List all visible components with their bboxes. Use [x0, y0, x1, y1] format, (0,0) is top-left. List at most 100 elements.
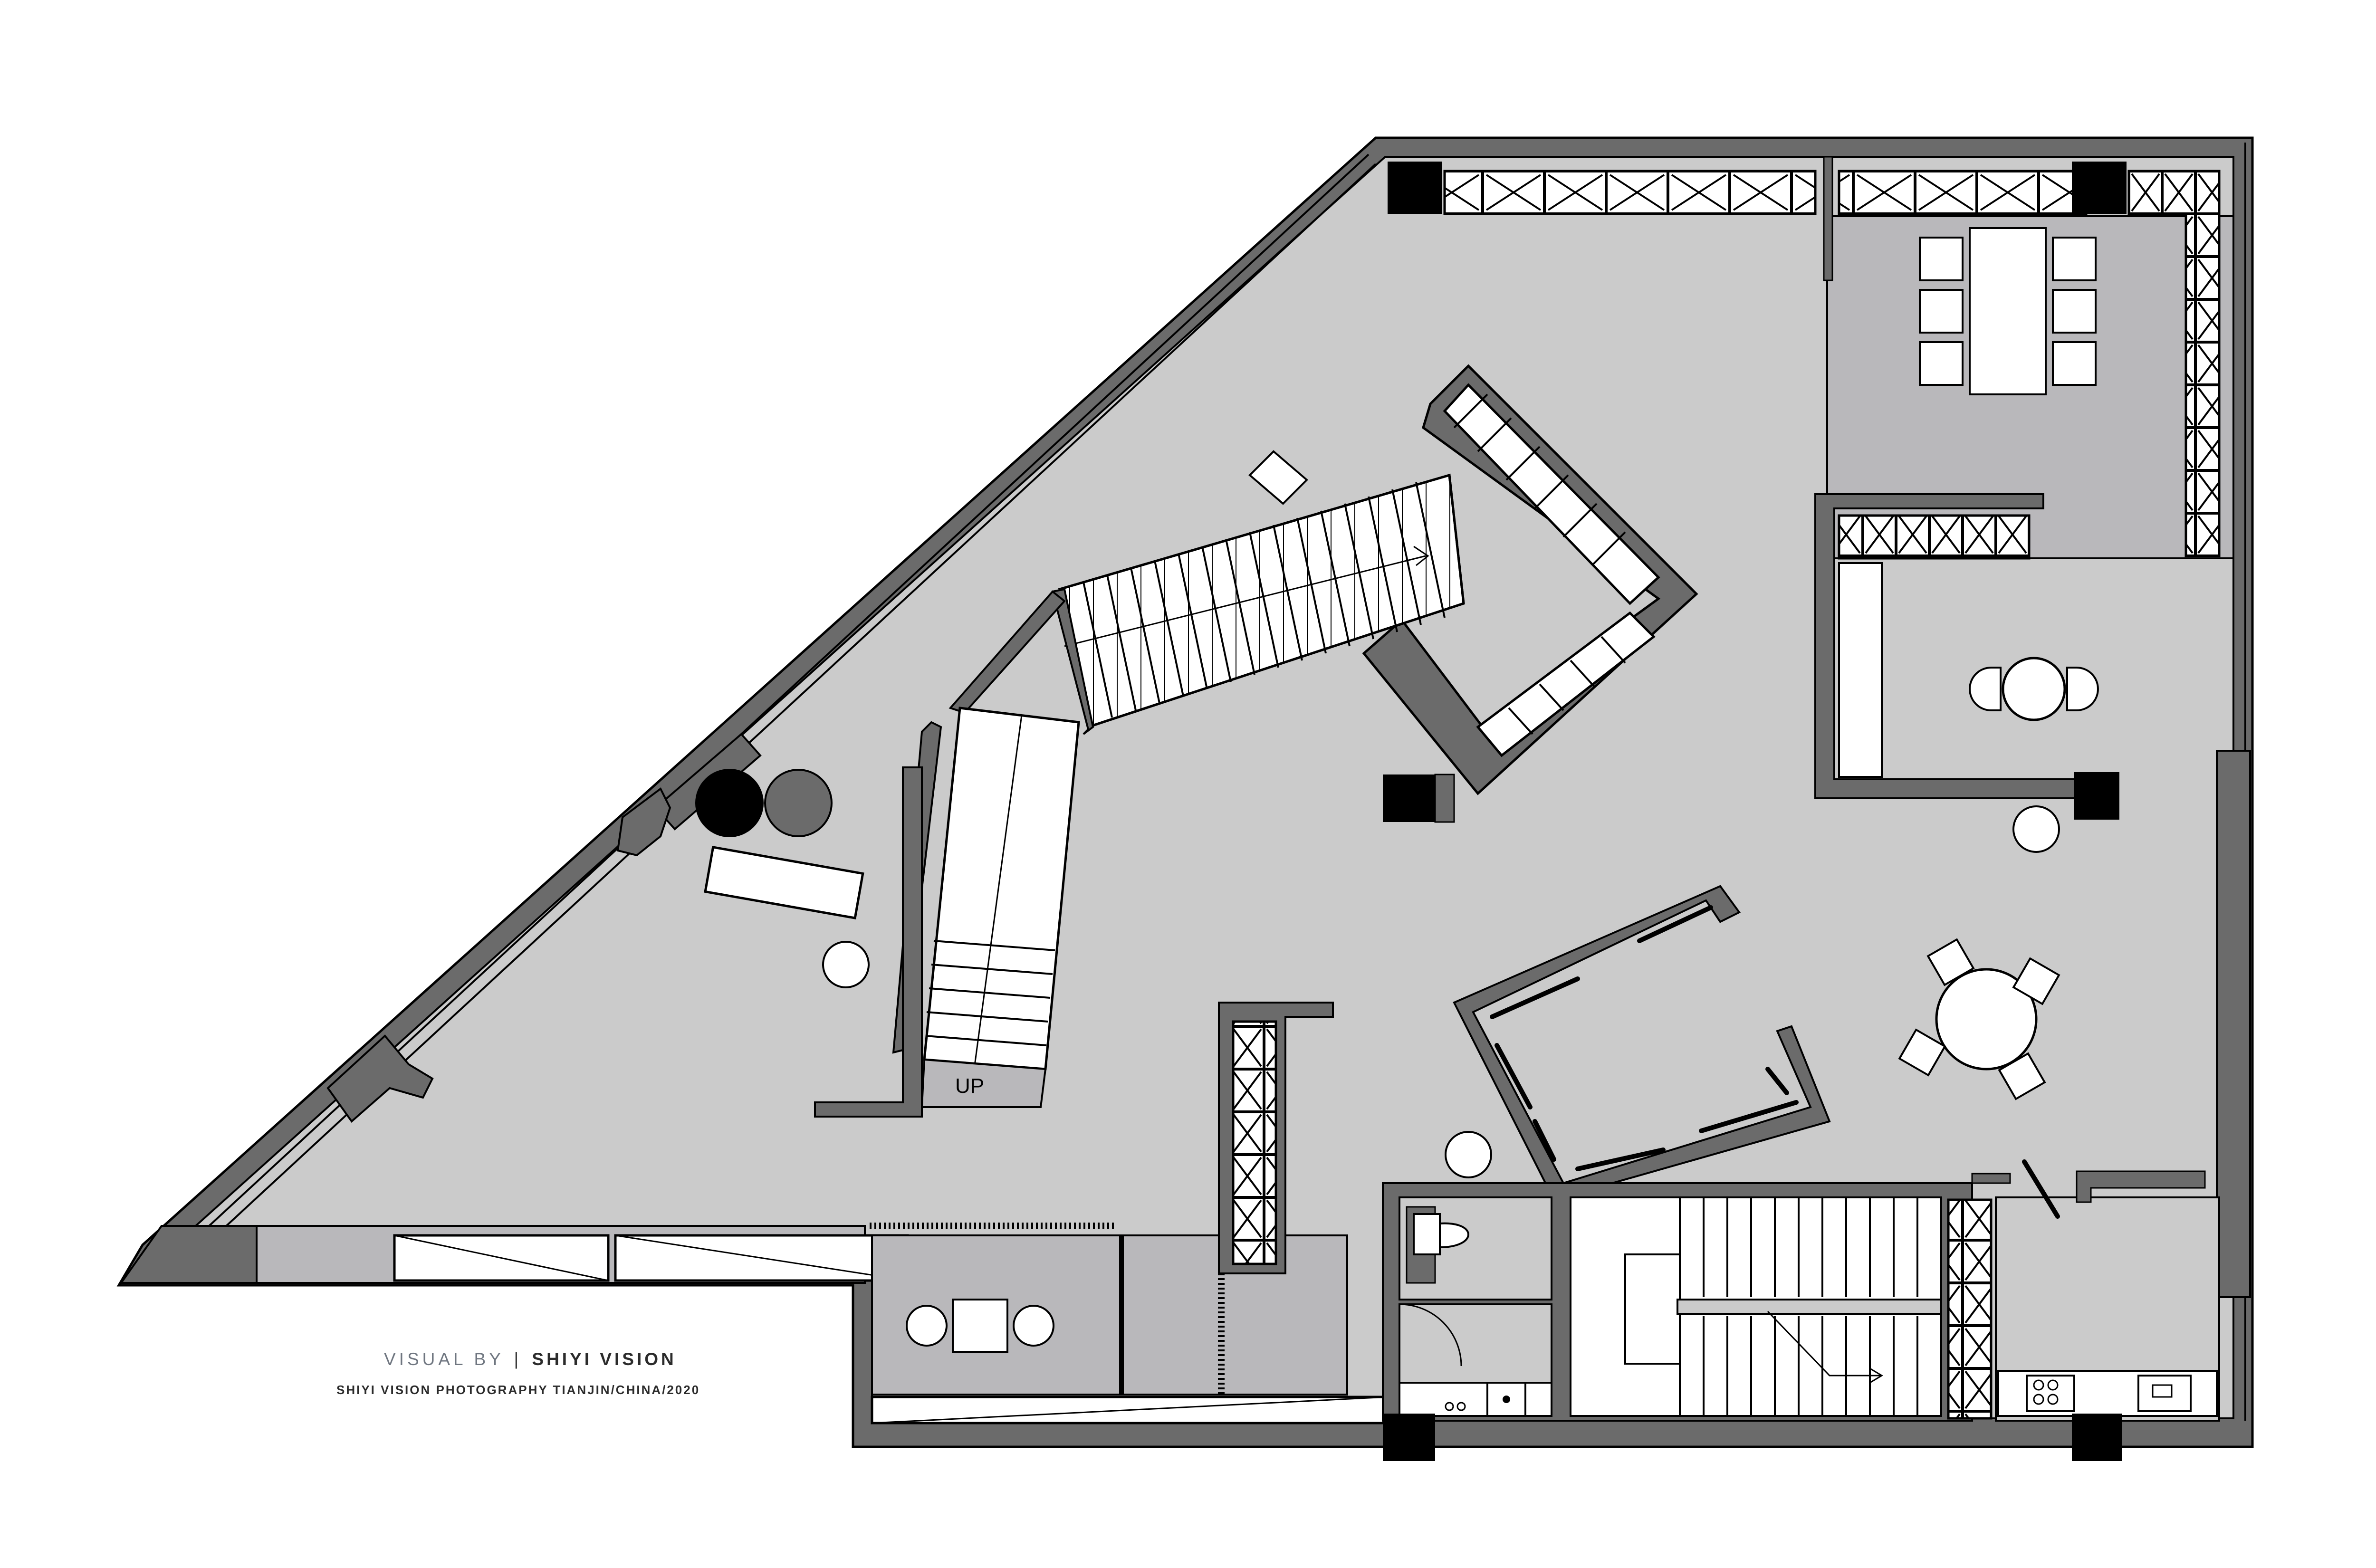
- wall-jog: [616, 787, 671, 857]
- shelf-divider: [1591, 531, 1626, 566]
- shelf-divider: [1508, 707, 1533, 735]
- chair: [2012, 957, 2060, 1005]
- building-shell: [116, 136, 2254, 1448]
- meeting-table: [1969, 227, 2047, 395]
- central-column: [1383, 774, 1455, 823]
- shelf-row: [1838, 170, 2088, 215]
- bench: [704, 846, 864, 919]
- chair: [1998, 1052, 2046, 1100]
- sofa: [1838, 562, 1883, 778]
- window-line: [218, 163, 1377, 1234]
- column: [1383, 1414, 1435, 1461]
- dining-set: [1898, 938, 2060, 1100]
- stair-landing-top: [1248, 450, 1308, 505]
- shelving-storage: [1476, 611, 1656, 757]
- chair: [1919, 289, 1964, 334]
- shelf-divider: [1600, 636, 1626, 664]
- chair: [1969, 667, 2002, 711]
- round-stool-gray: [764, 769, 833, 837]
- stairwell-arrow: [1869, 1367, 1883, 1384]
- burner-icon: [2047, 1379, 2059, 1391]
- shelf-divider: [1539, 683, 1564, 711]
- shelf-divider: [1453, 393, 1488, 429]
- chair: [2066, 667, 2099, 711]
- stair-arrow: [1413, 545, 1429, 566]
- burner-icon: [2033, 1394, 2044, 1405]
- partition: [1119, 1235, 1124, 1395]
- burner-icon: [2033, 1379, 2044, 1391]
- credit-brand: SHIYI VISION: [532, 1349, 677, 1369]
- right-wall-pier: [2216, 750, 2251, 1298]
- round-table: [1935, 968, 2038, 1071]
- round-table: [2002, 657, 2066, 721]
- stairwell-landing: [1624, 1253, 1681, 1365]
- round-stool-dark: [695, 769, 764, 837]
- stairwell-handrail: [1677, 1299, 1942, 1315]
- middle-shelving: [1218, 1002, 1492, 1274]
- chair: [1919, 237, 1964, 281]
- stair-guard-wall: [814, 766, 923, 1118]
- column: [1383, 774, 1435, 822]
- shelf-row: [1838, 514, 2031, 560]
- shelf-divider: [1534, 474, 1569, 509]
- square-table: [952, 1299, 1008, 1353]
- counter-diagonal: [394, 1234, 609, 1281]
- counter-diagonal: [872, 1396, 1388, 1424]
- stair-treads-lower: [925, 940, 1055, 1046]
- door-swing: [1399, 1303, 1462, 1367]
- shelf-column: [1947, 1198, 1993, 1420]
- stool: [1013, 1305, 1054, 1347]
- central-shelving-unit: [1362, 364, 1698, 795]
- credit-line: VISUAL BY | SHIYI VISION: [384, 1349, 677, 1369]
- diagonal-wall-details: [119, 733, 762, 1284]
- shelf-divider: [1505, 446, 1541, 481]
- shelf-row: [2127, 170, 2221, 215]
- chair: [1898, 1028, 1946, 1077]
- chair: [1926, 938, 1975, 986]
- chair: [2052, 341, 2097, 386]
- stool: [906, 1305, 948, 1347]
- burner-icon: [1445, 1402, 1454, 1411]
- sink-counter: [1399, 1382, 1552, 1417]
- toilet-icon: [1413, 1213, 1469, 1255]
- shelf-column: [2184, 212, 2221, 557]
- burner-icon: [2047, 1394, 2059, 1405]
- cooktop-icon: [2026, 1375, 2075, 1412]
- column: [2072, 162, 2127, 214]
- credit-prefix: VISUAL BY: [384, 1349, 504, 1369]
- shelf-row: [1443, 170, 1817, 215]
- credit-separator: |: [514, 1349, 522, 1369]
- shelf-column: [1232, 1020, 1277, 1265]
- stool: [822, 941, 870, 988]
- wall-segment: [1823, 156, 1833, 281]
- corner-block: [119, 1225, 258, 1284]
- counter-diagonal: [615, 1234, 908, 1281]
- column: [2072, 1414, 2122, 1461]
- main-staircase: UP: [814, 450, 1465, 1118]
- chair: [1919, 341, 1964, 386]
- glass-panels: [1490, 905, 1799, 1171]
- burner-icon: [1456, 1402, 1466, 1411]
- column-cap: [1434, 774, 1455, 823]
- left-lounge: [695, 769, 870, 988]
- stool: [1445, 1131, 1492, 1178]
- shelving-storage: [1443, 383, 1660, 605]
- kitchen-wall: [1971, 1173, 2011, 1184]
- lounge-wall: [1814, 493, 2082, 799]
- chair: [2052, 237, 2097, 281]
- stair-treads-upper: [1083, 482, 1446, 718]
- column: [2074, 772, 2119, 820]
- kitchen: [1971, 1159, 2220, 1461]
- chair: [2052, 289, 2097, 334]
- stairwell-direction-line: [1767, 1310, 1882, 1377]
- stair-center-line: [973, 715, 1023, 1070]
- shelving-frame: [1362, 364, 1698, 795]
- service-core: [1382, 1182, 1993, 1461]
- stairwell-treads: [1679, 1197, 1918, 1416]
- door-leaf: [2022, 1159, 2060, 1219]
- shelf-divider: [1562, 503, 1598, 538]
- stair-side-wall: [1051, 588, 1094, 735]
- shelf-divider: [1477, 417, 1512, 452]
